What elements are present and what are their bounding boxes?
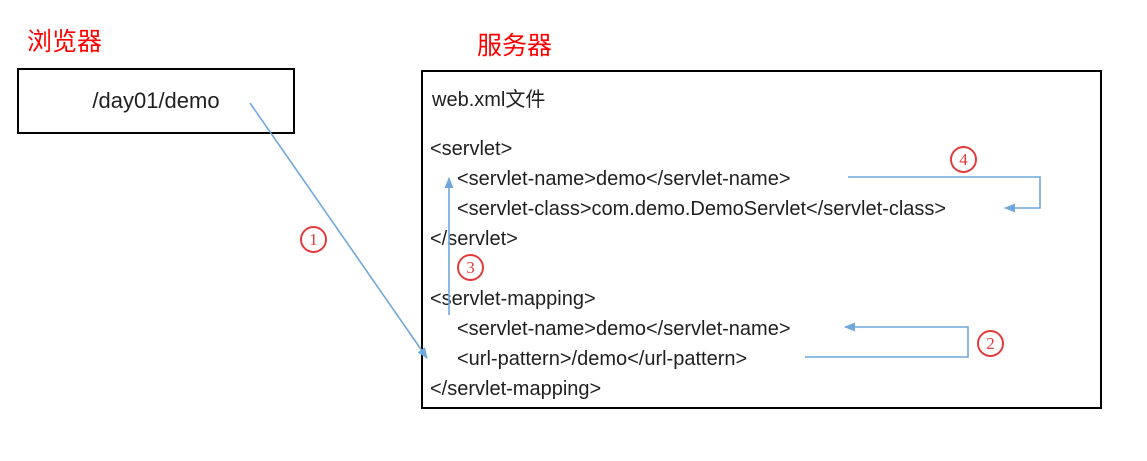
server-box: web.xml文件 <servlet> <servlet-name>demo</s… bbox=[421, 70, 1102, 409]
code-line: <servlet-name>demo</servlet-name> bbox=[457, 168, 791, 190]
step-number: 3 bbox=[466, 257, 475, 277]
code-line: </servlet> bbox=[430, 228, 518, 250]
code-line: </servlet-mapping> bbox=[430, 378, 602, 400]
step-badge-3: 3 bbox=[457, 254, 484, 281]
code-line: <servlet> bbox=[430, 138, 513, 160]
step-badge-2: 2 bbox=[977, 330, 1004, 357]
code-line: <servlet-class>com.demo.DemoServlet</ser… bbox=[457, 198, 947, 220]
step-number: 2 bbox=[986, 333, 995, 353]
step-number: 1 bbox=[309, 229, 318, 249]
webxml-file-label: web.xml文件 bbox=[432, 89, 546, 111]
browser-title: 浏览器 bbox=[27, 29, 103, 56]
code-line: <servlet-name>demo</servlet-name> bbox=[457, 318, 791, 340]
step-badge-4: 4 bbox=[950, 146, 977, 173]
code-line bbox=[430, 254, 946, 284]
step-badge-1: 1 bbox=[300, 226, 327, 253]
request-url: /day01/demo bbox=[92, 88, 220, 113]
code-line: <url-pattern>/demo</url-pattern> bbox=[457, 348, 748, 370]
browser-box: /day01/demo bbox=[17, 68, 295, 134]
webxml-code-block: <servlet> <servlet-name>demo</servlet-nam… bbox=[430, 134, 946, 404]
code-line: <servlet-mapping> bbox=[430, 288, 596, 310]
request-arrow-step1 bbox=[249, 102, 428, 359]
step-number: 4 bbox=[959, 149, 968, 169]
server-title: 服务器 bbox=[477, 33, 553, 60]
